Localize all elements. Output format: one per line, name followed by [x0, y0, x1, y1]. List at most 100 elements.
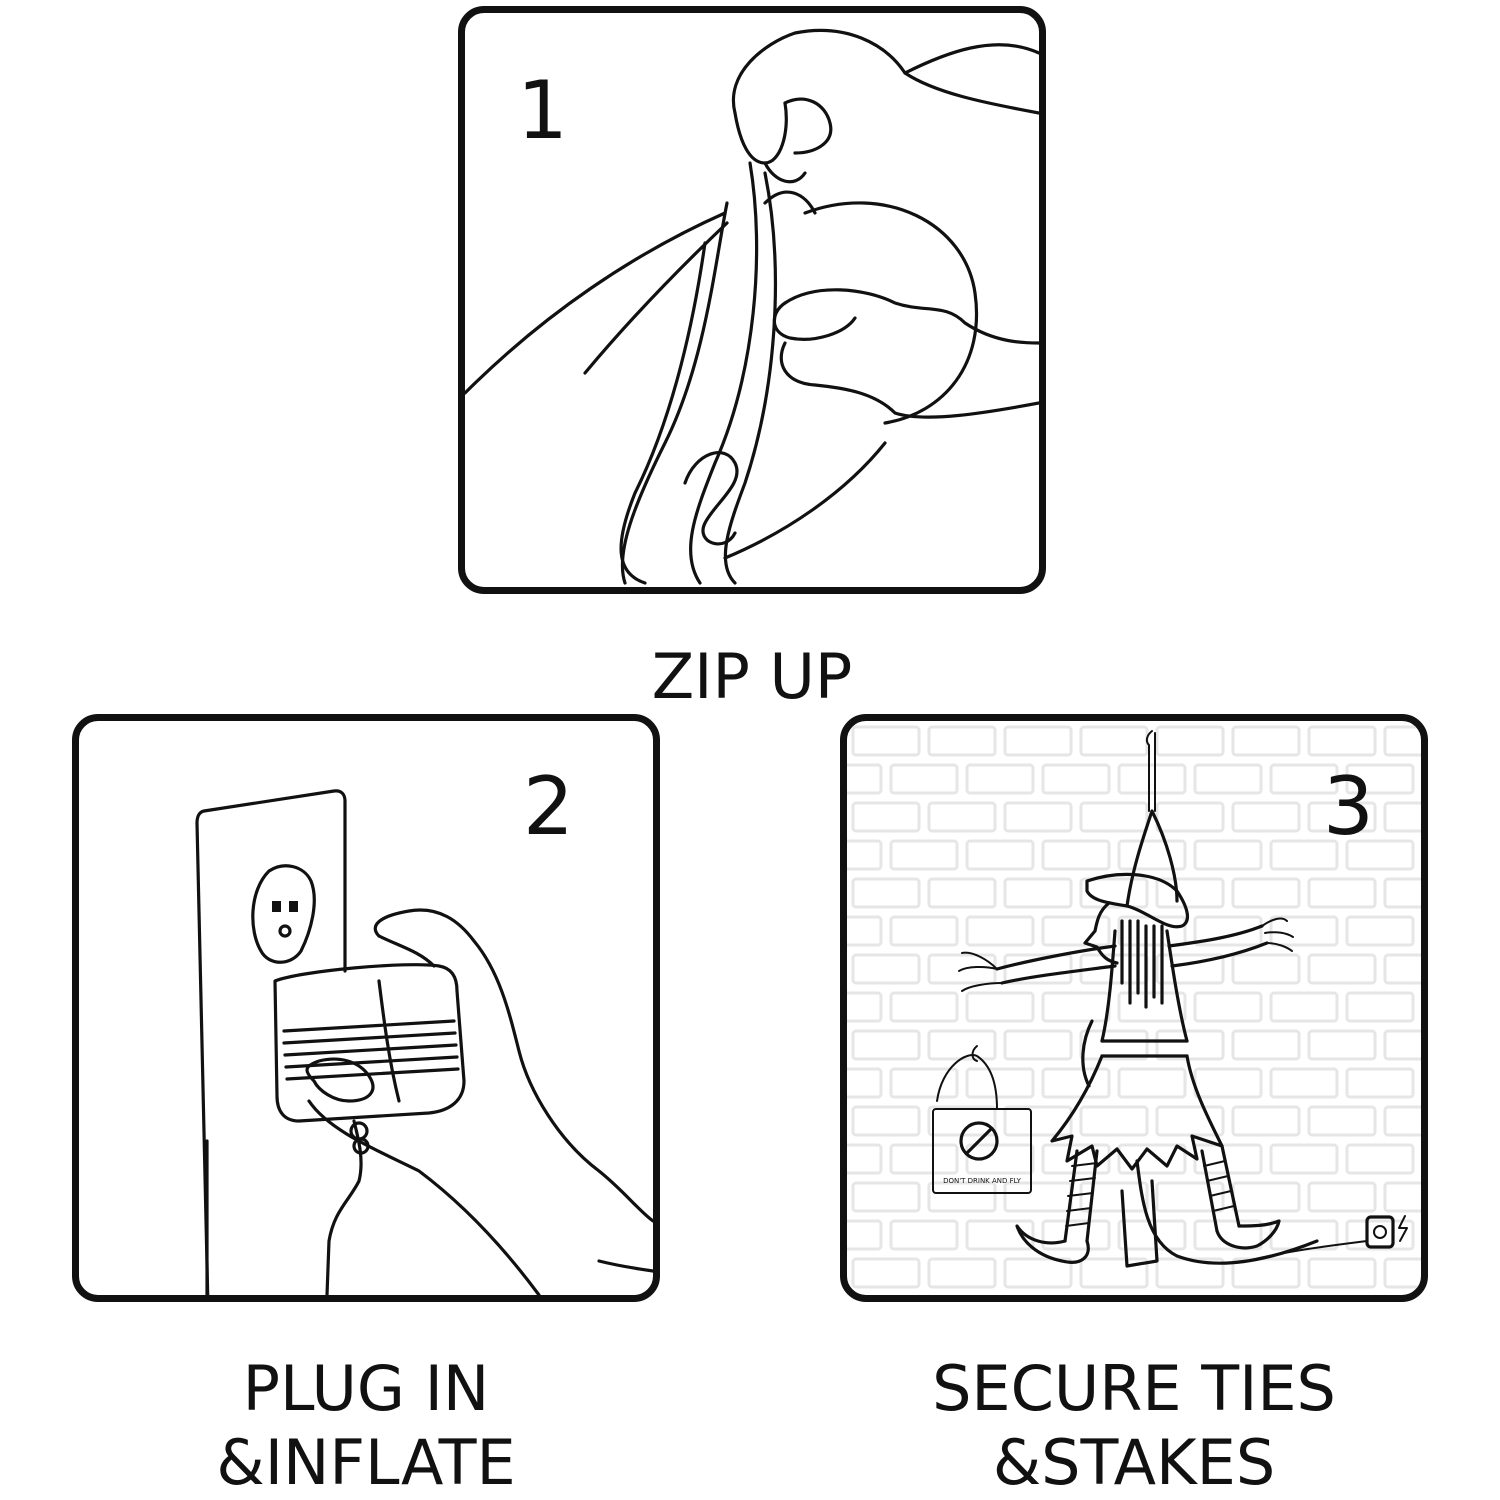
sign-text: DON'T DRINK AND FLY [943, 1177, 1022, 1185]
brick [1193, 763, 1263, 795]
brick [1345, 991, 1415, 1023]
brick [1003, 877, 1073, 909]
witch-skirt [1050, 1054, 1224, 1171]
step-2-number: 2 [523, 760, 574, 853]
brick [1079, 725, 1149, 757]
brick [1079, 1181, 1149, 1213]
witch-illustration: DON'T DRINK AND FLY [847, 725, 1421, 1289]
brick [1041, 1219, 1111, 1251]
brick [1193, 991, 1263, 1023]
brick [1041, 915, 1111, 947]
brick [1193, 915, 1263, 947]
brick [927, 1257, 997, 1289]
brick [1269, 991, 1339, 1023]
step-2-panel: 2 [72, 714, 660, 1302]
brick [965, 763, 1035, 795]
brick [965, 1219, 1035, 1251]
brick [851, 953, 921, 985]
brick [1307, 1257, 1377, 1289]
brick [1307, 725, 1377, 757]
brick [1003, 1181, 1073, 1213]
brick [851, 1257, 921, 1289]
brick [1345, 1219, 1415, 1251]
brick [1155, 801, 1225, 833]
witch-right-leg [1200, 1144, 1241, 1233]
brick [1269, 763, 1339, 795]
brick [1307, 953, 1377, 985]
brick [1193, 839, 1263, 871]
brick [1117, 1219, 1187, 1251]
witch-right-arm [1167, 924, 1269, 968]
brick [1003, 1029, 1073, 1061]
brick [1307, 1181, 1377, 1213]
brick [1231, 953, 1301, 985]
hanging-hook [1145, 730, 1153, 812]
brick [1269, 915, 1339, 947]
brick [1269, 1143, 1339, 1175]
brick [847, 1067, 883, 1099]
brick [927, 1181, 997, 1213]
brick [1041, 839, 1111, 871]
brick [1117, 1143, 1187, 1175]
step-3-caption: SECURE TIES &STAKES [884, 1352, 1384, 1500]
brick [1231, 1181, 1301, 1213]
step-3-caption-line-1: SECURE TIES [932, 1352, 1336, 1425]
brick [1345, 839, 1415, 871]
brick [1383, 1181, 1421, 1213]
brick [1383, 1029, 1421, 1061]
brick [1231, 877, 1301, 909]
brick [1003, 1105, 1073, 1137]
brick [927, 1105, 997, 1137]
brick [1345, 763, 1415, 795]
upper-hand [731, 28, 1039, 115]
brick [1003, 953, 1073, 985]
brick [1079, 877, 1149, 909]
brick [1079, 1029, 1149, 1061]
brick [847, 1219, 883, 1251]
brick [1383, 1105, 1421, 1137]
brick [965, 1067, 1035, 1099]
plug-icon [1365, 1215, 1395, 1249]
brick [1003, 1257, 1073, 1289]
brick [927, 725, 997, 757]
wall-plate [195, 789, 347, 1295]
brick [851, 725, 921, 757]
brick [847, 1143, 883, 1175]
brick [1041, 991, 1111, 1023]
brick [1345, 1067, 1415, 1099]
brick [847, 915, 883, 947]
step-1-caption-line: ZIP UP [651, 640, 853, 713]
brick [851, 1181, 921, 1213]
brick [1041, 1067, 1111, 1099]
step-2-caption-line-2: &INFLATE [216, 1426, 516, 1499]
brick [1155, 953, 1225, 985]
step-2-caption: PLUG IN &INFLATE [166, 1352, 566, 1500]
brick [1307, 801, 1377, 833]
brick [1117, 839, 1187, 871]
brick [851, 1029, 921, 1061]
step-1-panel: 1 [458, 6, 1046, 594]
brick [965, 839, 1035, 871]
outlet-icon [251, 864, 316, 964]
brick [1003, 801, 1073, 833]
brick [1117, 1067, 1187, 1099]
brick-wall [847, 725, 1421, 1289]
no-symbol-icon [959, 1121, 999, 1161]
brick [1155, 1029, 1225, 1061]
step-1-caption: ZIP UP [552, 640, 952, 714]
brick [1307, 1105, 1377, 1137]
step-3-caption-line-2: &STAKES [992, 1426, 1276, 1499]
brick [1307, 877, 1377, 909]
brick [1193, 1219, 1263, 1251]
electric-bolt-icon [1398, 1215, 1408, 1242]
brick [889, 839, 959, 871]
brick [889, 915, 959, 947]
brick [1079, 801, 1149, 833]
brick [1383, 725, 1421, 757]
brick [851, 877, 921, 909]
brick [889, 1219, 959, 1251]
brick [1383, 877, 1421, 909]
brick [1231, 725, 1301, 757]
zip-up-illustration [465, 28, 1039, 585]
brick [1041, 1143, 1111, 1175]
